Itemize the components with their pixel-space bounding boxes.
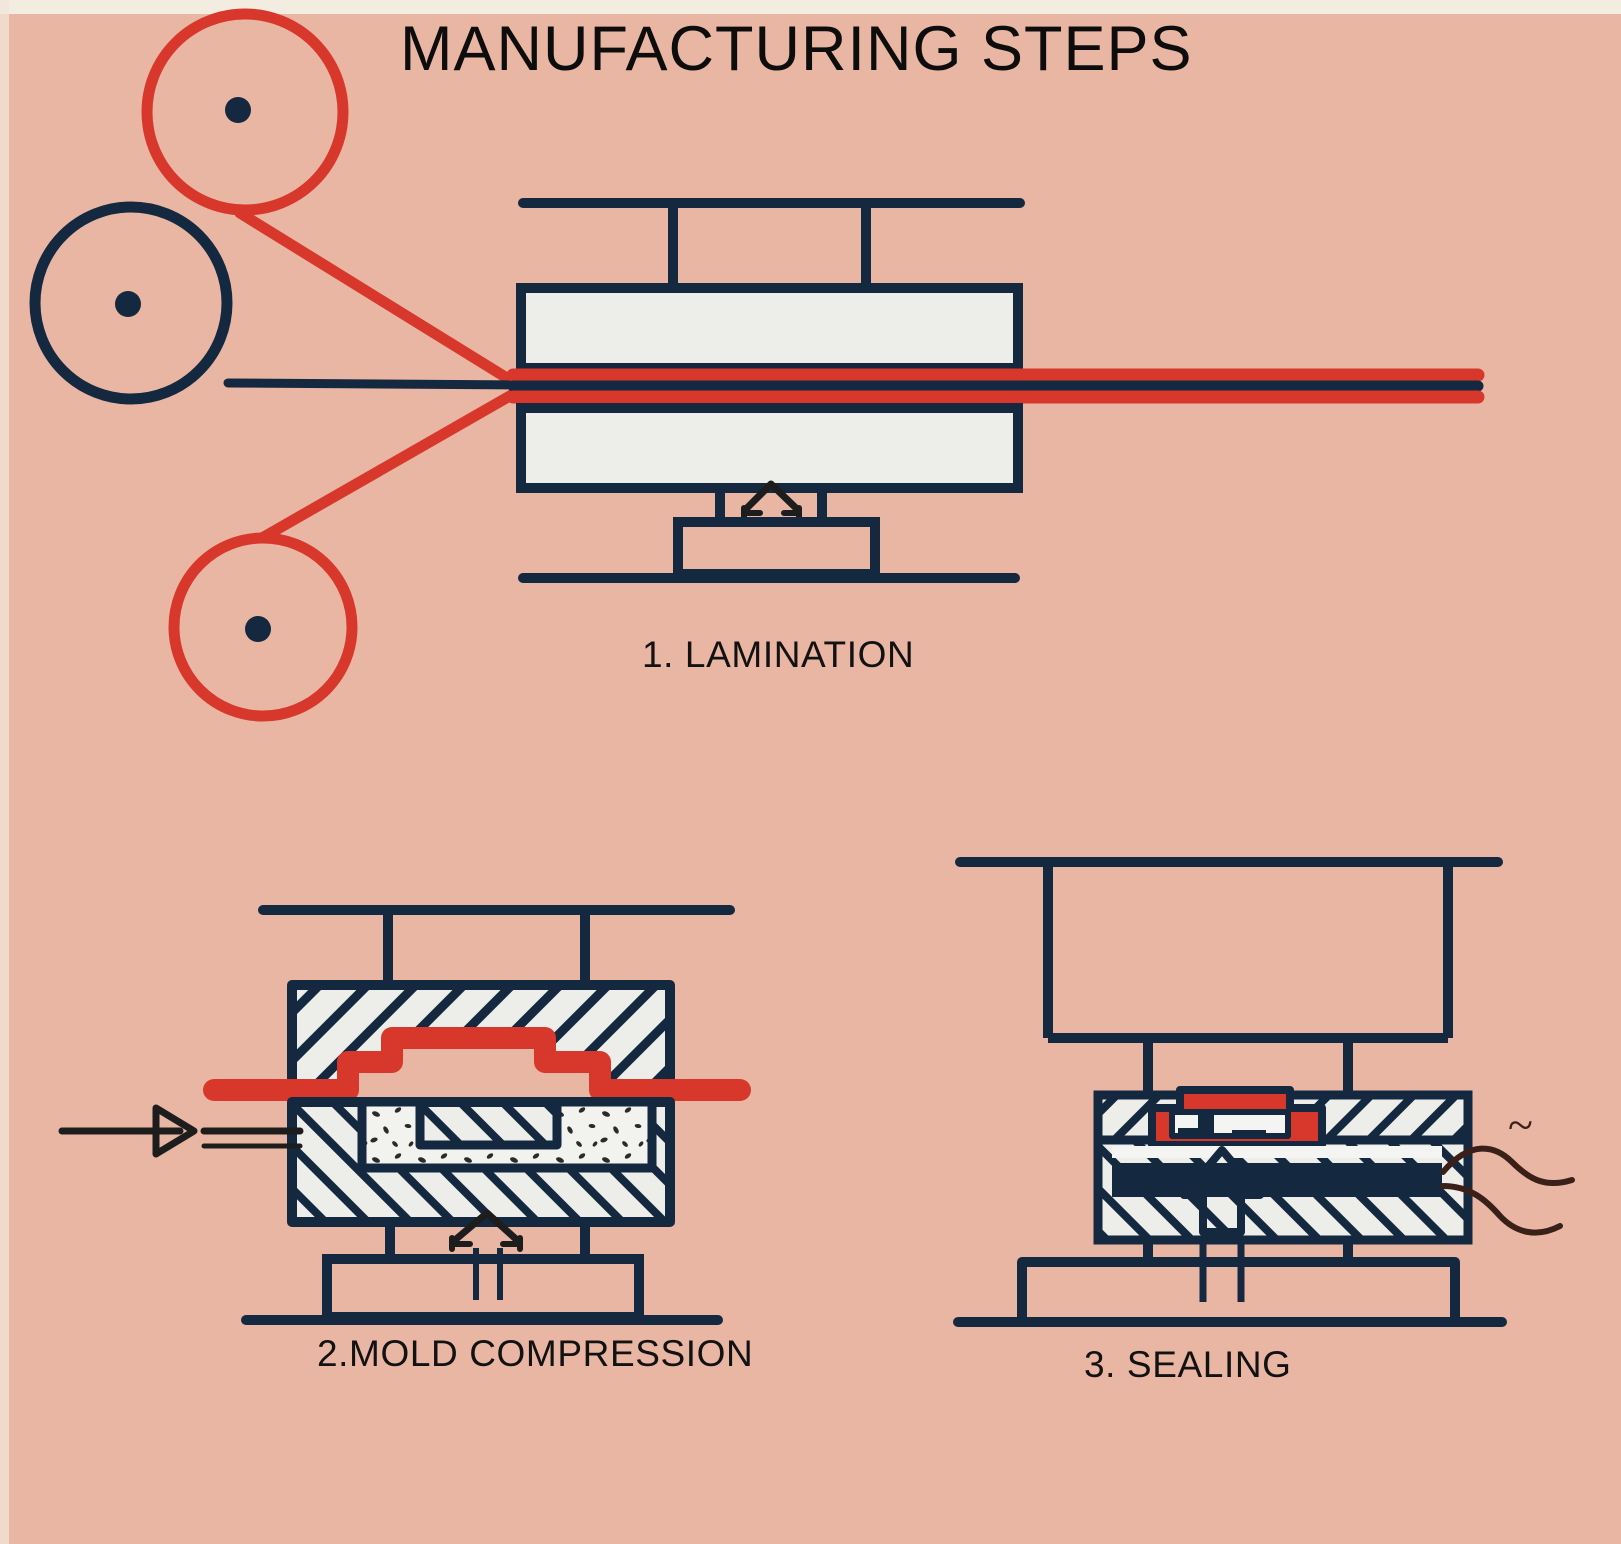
red-film-path-bottom	[256, 387, 521, 544]
lower-platen	[516, 403, 1023, 493]
stippled-molding-compound	[357, 1097, 657, 1173]
lamination-press-top-beam	[518, 198, 1025, 290]
feed-arrow-mold	[58, 1104, 304, 1158]
lamination-press-base-block	[673, 517, 880, 579]
caption-lamination: 1. LAMINATION	[642, 634, 914, 675]
red-laminate-film-mold	[203, 1027, 751, 1101]
red-supply-roller-bottom	[168, 532, 358, 722]
sealed-component-cavity	[1169, 1109, 1291, 1139]
hydraulic-actuator-lamination	[715, 480, 827, 525]
caption-mold-compression: 2.MOLD COMPRESSION	[317, 1333, 753, 1374]
caption-sealing: 3. SEALING	[1084, 1344, 1292, 1385]
mold-press-base-block	[322, 1254, 644, 1322]
navy-core-web	[223, 378, 525, 390]
laminate-web	[506, 368, 1485, 404]
navy-supply-roller-middle	[29, 201, 233, 405]
seal-press-yoke	[1043, 864, 1453, 1043]
ac-source-symbol: ~	[1508, 1099, 1533, 1150]
step-mold-compression-diagram: 2.MOLD COMPRESSION	[58, 905, 753, 1374]
step-sealing-diagram: ~ 3. SEALING	[953, 857, 1575, 1385]
electrode-substrate	[1112, 1146, 1442, 1197]
red-supply-roller-top	[141, 8, 349, 216]
page-title: MANUFACTURING STEPS	[400, 14, 1193, 84]
upper-platen	[516, 283, 1023, 373]
red-film-path-top	[234, 207, 521, 389]
wavy-lead-wires	[1440, 1145, 1575, 1236]
pressure-arrow-up	[1180, 1146, 1264, 1302]
step-lamination-diagram: 1. LAMINATION	[29, 8, 1485, 722]
